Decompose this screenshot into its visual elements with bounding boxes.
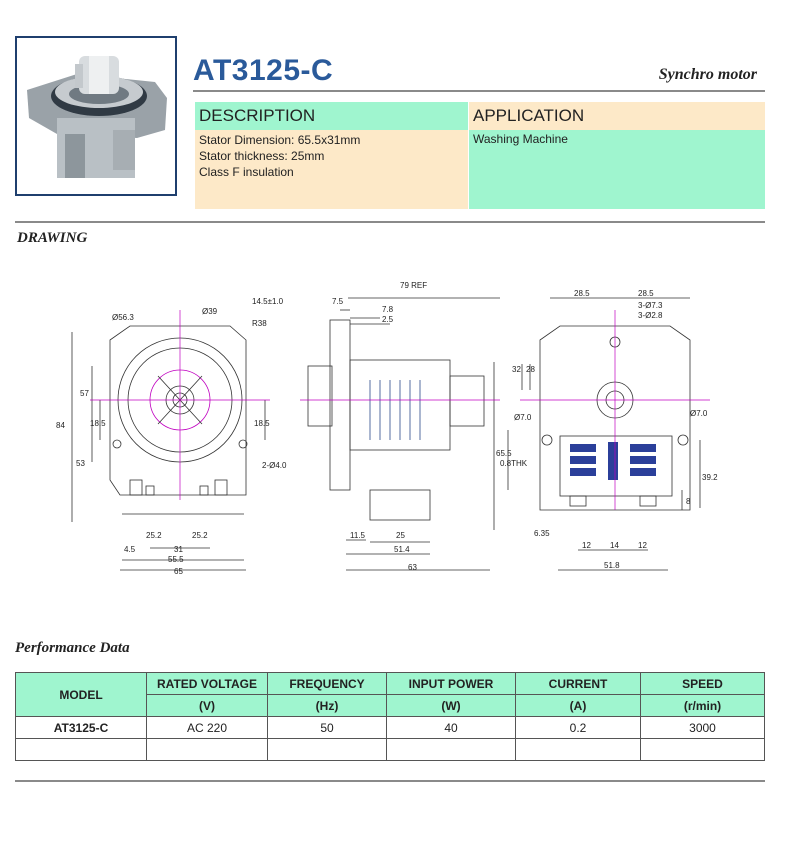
description-heading: DESCRIPTION	[195, 102, 468, 130]
dim-label: 12	[638, 541, 647, 550]
dim-label: 2.5	[382, 315, 394, 324]
dim-label: 79 REF	[400, 281, 427, 290]
column-header: MODEL	[15, 672, 147, 717]
model-title: AT3125-C	[193, 54, 334, 87]
dim-label: 14	[610, 541, 619, 550]
dim-label: 8	[686, 497, 691, 506]
cell-power: 40	[386, 716, 516, 739]
technical-drawing: Ø56.3 Ø39 R38 84 57 18.5 53 18.5 2-Ø4.0 …	[56, 281, 718, 576]
dim-label: Ø7.0	[690, 409, 708, 418]
dim-label: 0.8THK	[500, 459, 528, 468]
dim-label: Ø7.0	[514, 413, 532, 422]
dim-label: 3-Ø7.3	[638, 301, 663, 310]
unit-header: (A)	[515, 694, 641, 717]
dim-label: 65	[174, 567, 183, 576]
dim-label: 11.5	[350, 531, 366, 540]
description-line: Stator thickness: 25mm	[199, 149, 325, 163]
dim-label: 18.5	[90, 419, 106, 428]
table-units-row: (V) (Hz) (W) (A) (r/min)	[16, 694, 765, 717]
drawing-title: DRAWING	[17, 230, 88, 246]
dim-label: 25	[396, 531, 405, 540]
dim-label: 28	[526, 365, 535, 374]
application-body: Washing Machine	[469, 130, 765, 209]
unit-header: (V)	[146, 694, 268, 717]
dim-label: 25.2	[192, 531, 208, 540]
table-header-row: MODEL RATED VOLTAGE FREQUENCY INPUT POWE…	[15, 672, 765, 717]
dim-label: 57	[80, 389, 89, 398]
dim-label: R38	[252, 319, 267, 328]
dim-label: 55.5	[168, 555, 184, 564]
dim-label: 4.5	[124, 545, 136, 554]
dim-label: 2-Ø4.0	[262, 461, 287, 470]
description-line: Stator Dimension: 65.5x31mm	[199, 133, 361, 147]
description-body: Stator Dimension: 65.5x31mm Stator thick…	[195, 130, 468, 209]
column-header: FREQUENCY	[267, 672, 387, 695]
performance-table: MODEL RATED VOLTAGE FREQUENCY INPUT POWE…	[15, 672, 765, 761]
cell-speed: 3000	[640, 716, 765, 739]
dim-label: 51.8	[604, 561, 620, 570]
table-row: AT3125-C AC 220 50 40 0.2 3000	[15, 716, 765, 739]
dim-label: 28.5	[638, 289, 654, 298]
dim-label: 53	[76, 459, 85, 468]
dim-label: Ø39	[202, 307, 218, 316]
section-divider	[15, 221, 765, 223]
column-header: RATED VOLTAGE	[146, 672, 268, 695]
dim-label: Ø56.3	[112, 313, 134, 322]
dim-label: 25.2	[146, 531, 162, 540]
cell-frequency: 50	[267, 716, 387, 739]
title-divider	[193, 90, 765, 92]
table-row-empty	[15, 738, 765, 761]
column-header: CURRENT	[515, 672, 641, 695]
product-photo	[15, 36, 177, 196]
dim-label: 32	[512, 365, 521, 374]
dim-label: 6.35	[534, 529, 550, 538]
cell-voltage: AC 220	[146, 716, 268, 739]
dim-label: 51.4	[394, 545, 410, 554]
dim-label: 39.2	[702, 473, 718, 482]
bottom-divider	[15, 780, 765, 782]
unit-header: (r/min)	[640, 694, 765, 717]
dim-label: 31	[174, 545, 183, 554]
dim-label: 14.5±1.0	[252, 297, 284, 306]
dim-label: 3-Ø2.8	[638, 311, 663, 320]
performance-title: Performance Data	[15, 640, 130, 656]
dim-label: 84	[56, 421, 65, 430]
cell-current: 0.2	[515, 716, 641, 739]
unit-header: (Hz)	[267, 694, 387, 717]
dim-label: 28.5	[574, 289, 590, 298]
product-subtitle: Synchro motor	[658, 66, 757, 83]
column-header: SPEED	[640, 672, 765, 695]
dim-label: 65.5	[496, 449, 512, 458]
application-heading: APPLICATION	[469, 102, 765, 130]
dim-label: 7.8	[382, 305, 394, 314]
dim-label: 18.5	[254, 419, 270, 428]
cell-model: AT3125-C	[15, 716, 147, 739]
dim-label: 7.5	[332, 297, 344, 306]
column-header: INPUT POWER	[386, 672, 516, 695]
description-line: Class F insulation	[199, 165, 294, 179]
dim-label: 12	[582, 541, 591, 550]
unit-header: (W)	[386, 694, 516, 717]
dim-label: 63	[408, 563, 417, 572]
